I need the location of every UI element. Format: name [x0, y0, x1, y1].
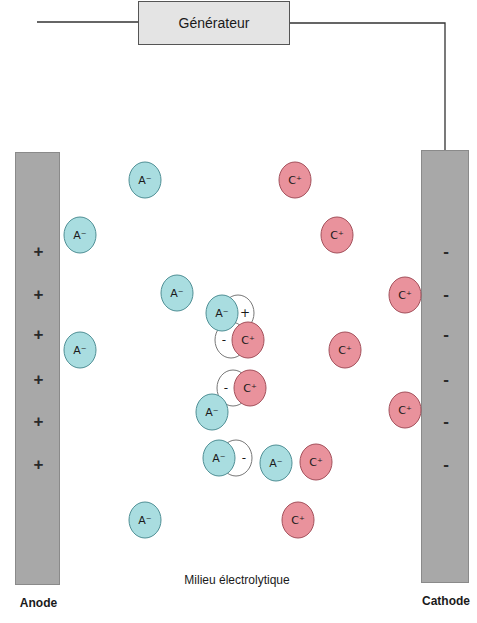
- ion-label: C⁺: [330, 229, 344, 242]
- ion-circle: A⁻: [63, 331, 97, 369]
- ion-label: A⁻: [215, 307, 228, 320]
- ion-label: C⁺: [243, 382, 257, 395]
- ion-shape: [234, 370, 266, 406]
- ion-label: C⁺: [398, 404, 412, 417]
- ion-label: C⁺: [309, 456, 323, 469]
- ion-circle: C⁺: [299, 443, 333, 481]
- ion-shape: [196, 394, 228, 430]
- electrode-name: Cathode: [422, 595, 470, 607]
- ion-label: C⁺: [291, 514, 305, 527]
- polarity-sign: +: [34, 286, 44, 303]
- ion-label: C⁺: [398, 289, 412, 302]
- ion-label: A⁻: [212, 452, 225, 465]
- ion-shape: [389, 392, 421, 428]
- polarity-sign: -: [443, 456, 449, 473]
- electrode-bar: ++++++Anode: [15, 152, 60, 585]
- ion-shape: [161, 275, 193, 311]
- ion-shape: [206, 295, 238, 331]
- ion-shape: [129, 162, 161, 198]
- polarity-sign: -: [443, 371, 449, 388]
- polarity-sign: -: [443, 326, 449, 343]
- ion-shape: [389, 277, 421, 313]
- ion-label: C⁺: [288, 174, 302, 187]
- wire-line: [290, 23, 445, 150]
- ion-shape: [64, 217, 96, 253]
- ion-shape: [129, 502, 161, 538]
- generator-box: Générateur: [138, 1, 290, 45]
- ion-shape: [321, 217, 353, 253]
- ion-shape: [329, 332, 361, 368]
- ion-shape: [300, 444, 332, 480]
- ion-circle: C⁺: [278, 161, 312, 199]
- polarity-sign: +: [34, 243, 44, 260]
- ion-label: C⁺: [241, 334, 255, 347]
- dipole-sign: -: [224, 382, 228, 394]
- ion-shape: [279, 162, 311, 198]
- ion-circle: C⁺: [320, 216, 354, 254]
- caption-text: Milieu électrolytique: [184, 574, 289, 586]
- generator-label: Générateur: [179, 15, 250, 31]
- ion-circle: A⁻: [160, 274, 194, 312]
- ion-label: A⁻: [205, 406, 218, 419]
- ion-shape: [203, 440, 235, 476]
- polarity-sign: -: [443, 286, 449, 303]
- ion-label: A⁻: [170, 287, 183, 300]
- dipole-sign: -: [222, 334, 226, 346]
- ion-label: C⁺: [338, 344, 352, 357]
- polarity-sign: -: [443, 413, 449, 430]
- wire: [37, 21, 138, 22]
- polarity-sign: +: [34, 326, 44, 343]
- ion-shape: [282, 502, 314, 538]
- ion-circle: A⁻: [195, 393, 229, 431]
- polarity-sign: +: [34, 456, 44, 473]
- ion-circle: A⁻: [128, 501, 162, 539]
- dipole-sign: +: [240, 307, 250, 319]
- ion-circle: A⁻: [202, 439, 236, 477]
- ion-label: A⁻: [269, 457, 282, 470]
- ion-label: A⁻: [138, 174, 151, 187]
- electrode-name: Anode: [20, 597, 57, 609]
- polarity-sign: +: [34, 371, 44, 388]
- ion-circle: C⁺: [388, 276, 422, 314]
- ion-label: A⁻: [73, 344, 86, 357]
- ion-circle: A⁻: [63, 216, 97, 254]
- ion-shape: [232, 322, 264, 358]
- ion-shape: [64, 332, 96, 368]
- polarity-sign: +: [34, 413, 44, 430]
- electrode-bar: ------Cathode: [421, 150, 469, 583]
- ion-circle: C⁺: [388, 391, 422, 429]
- ion-circle: C⁺: [233, 369, 267, 407]
- wire-connector: [290, 23, 445, 150]
- ion-shape: [260, 445, 292, 481]
- ion-circle: A⁻: [128, 161, 162, 199]
- ion-label: A⁻: [73, 229, 86, 242]
- ion-circle: A⁻: [205, 294, 239, 332]
- ion-circle: A⁻: [259, 444, 293, 482]
- ion-label: A⁻: [138, 514, 151, 527]
- polarity-sign: -: [443, 243, 449, 260]
- ion-circle: C⁺: [281, 501, 315, 539]
- ion-circle: C⁺: [328, 331, 362, 369]
- dipole-sign: -: [242, 452, 246, 464]
- ion-circle: C⁺: [231, 321, 265, 359]
